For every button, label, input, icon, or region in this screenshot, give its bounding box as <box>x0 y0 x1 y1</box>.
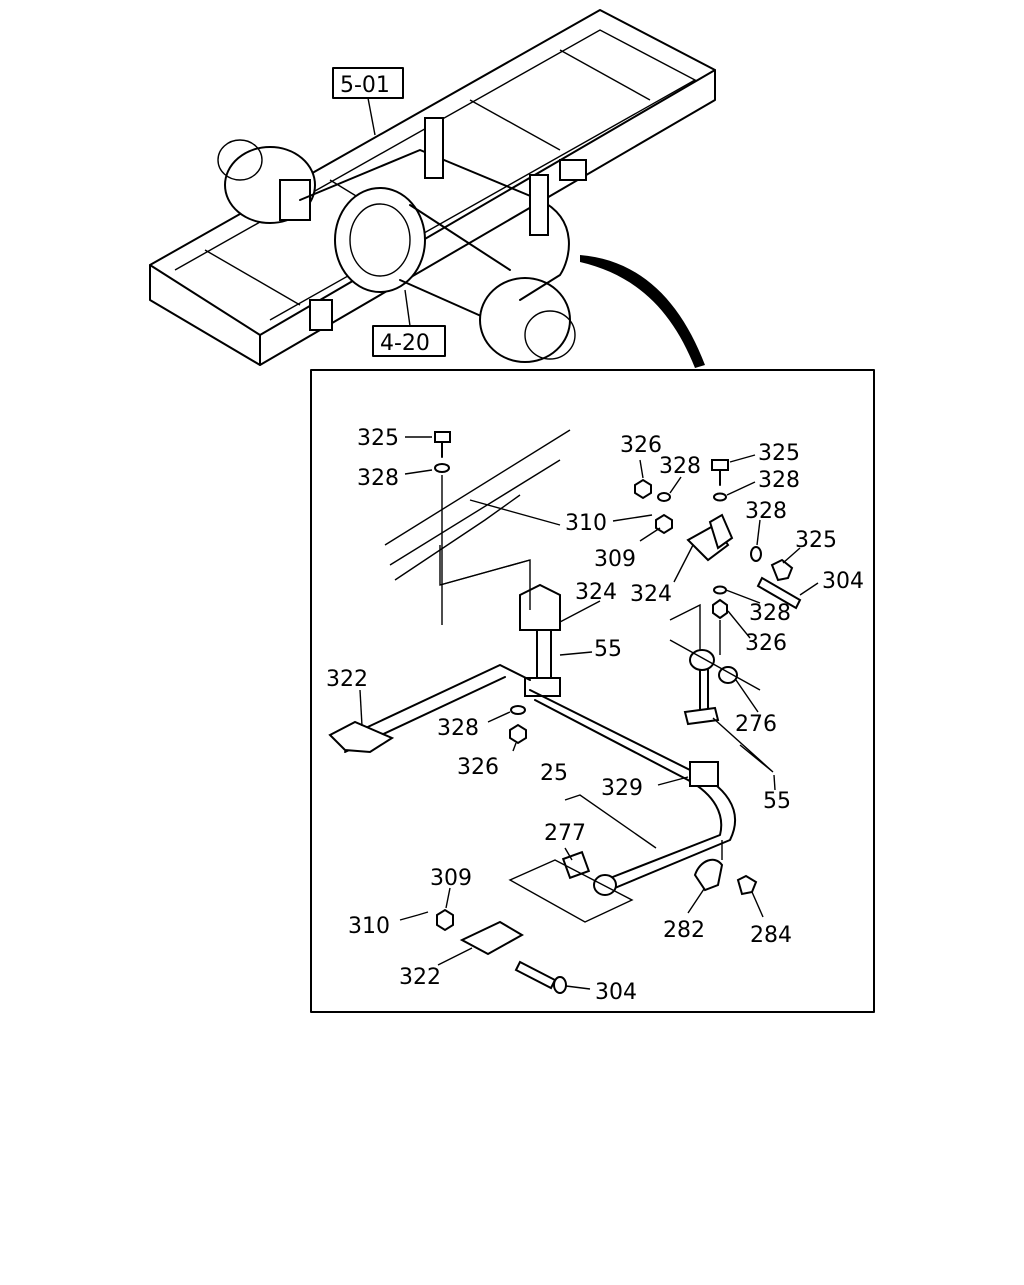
callout-324: 324 <box>575 580 617 605</box>
callout-55: 55 <box>763 789 791 814</box>
detail-pointer-arrow <box>580 255 705 368</box>
callout-328: 328 <box>758 468 800 493</box>
callout-284: 284 <box>750 923 792 948</box>
callout-325: 325 <box>357 426 399 451</box>
callout-326: 326 <box>620 433 662 458</box>
chassis-overview: 5-01 4-20 <box>149 9 716 368</box>
callout-322: 322 <box>399 965 441 990</box>
callout-277: 277 <box>544 821 586 846</box>
callout-leaders <box>359 436 819 990</box>
callout-328: 328 <box>749 601 791 626</box>
callout-309: 309 <box>430 866 472 891</box>
callout-310: 310 <box>565 511 607 536</box>
callout-282: 282 <box>663 918 705 943</box>
callout-55: 55 <box>594 637 622 662</box>
detail-drawing <box>328 429 802 994</box>
callout-25: 25 <box>540 761 568 786</box>
callout-325: 325 <box>795 528 837 553</box>
frame-reference-label: 5-01 <box>340 73 390 98</box>
axle-reference-label: 4-20 <box>380 331 430 356</box>
callout-328: 328 <box>437 716 479 741</box>
callout-276: 276 <box>735 712 777 737</box>
axle-reference-box <box>372 325 446 357</box>
callout-309: 309 <box>594 547 636 572</box>
callout-326: 326 <box>457 755 499 780</box>
callout-326: 326 <box>745 631 787 656</box>
callout-328: 328 <box>659 454 701 479</box>
callout-329: 329 <box>601 776 643 801</box>
callout-328: 328 <box>745 499 787 524</box>
callout-304: 304 <box>595 980 637 1005</box>
callout-325: 325 <box>758 441 800 466</box>
callout-322: 322 <box>326 667 368 692</box>
callout-328: 328 <box>357 466 399 491</box>
callout-labels: 325 328 326 328 325 328 310 328 309 325 … <box>326 426 864 1005</box>
detail-panel-border <box>310 369 875 1013</box>
callout-310: 310 <box>348 914 390 939</box>
callout-324: 324 <box>630 582 672 607</box>
callout-304: 304 <box>822 569 864 594</box>
